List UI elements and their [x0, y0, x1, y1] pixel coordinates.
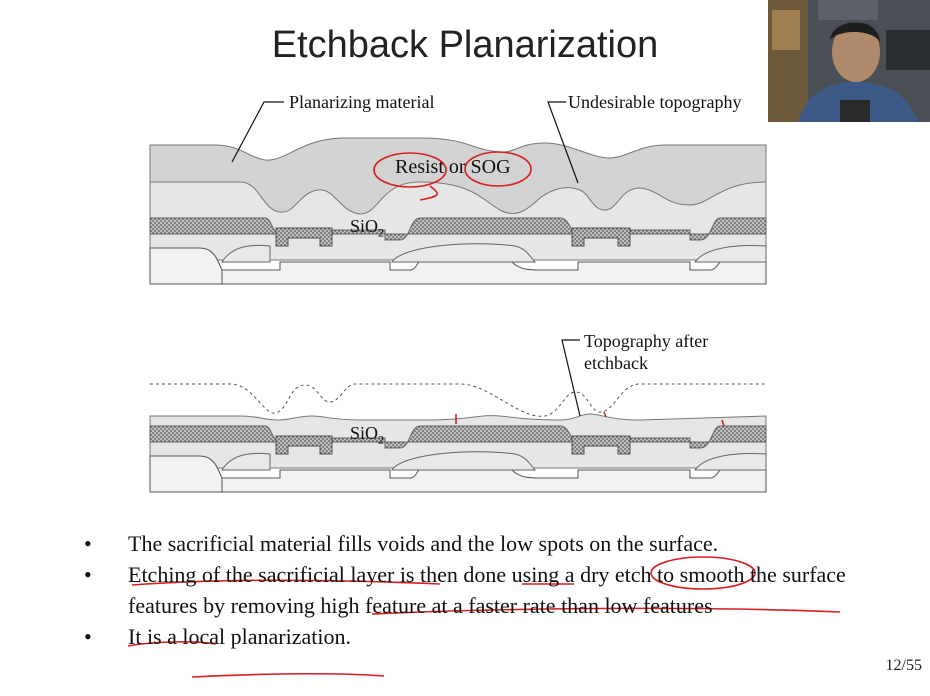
field-oxide-bottom-1: [221, 452, 271, 471]
label-resist-or-sog: Resist or SOG: [395, 156, 511, 178]
bullet-marker: •: [84, 531, 92, 556]
dashed-original-topography: [150, 383, 766, 417]
annotation-circle-dry-etch: [650, 556, 756, 590]
bottom-cross-section: [149, 383, 767, 493]
presenter-image: [768, 0, 930, 122]
field-oxide-top-1: [221, 244, 271, 263]
label-sio2-top: SiO2: [350, 216, 384, 241]
annotation-tick-3: [721, 419, 725, 427]
bullet-item: • Etching of the sacrificial layer is th…: [78, 559, 868, 621]
bullet-marker: •: [84, 562, 92, 587]
field-oxide-top-2: [391, 243, 537, 263]
slide-title: Etchback Planarization: [271, 24, 659, 66]
annotation-underline-local: [191, 672, 385, 678]
gate-step-right-b: [571, 435, 631, 455]
annotation-underline-features: [127, 641, 217, 647]
label-sio2-bottom-sub: 2: [378, 432, 385, 447]
label-sio2-bottom: SiO2: [350, 423, 384, 448]
bullet-text: Etching of the sacrificial layer is then…: [128, 562, 846, 618]
gate-step-right: [571, 227, 631, 247]
presenter-webcam: [768, 0, 930, 122]
bullet-list: • The sacrificial material fills voids a…: [78, 528, 868, 652]
label-sio2-bottom-main: SiO: [350, 423, 379, 443]
bullet-text: The sacrificial material fills voids and…: [128, 531, 719, 556]
label-undesirable-topography: Undesirable topography: [568, 92, 742, 112]
leader-topography-after: [561, 339, 581, 417]
field-oxide-top-3: [694, 245, 767, 263]
field-oxide-bottom-3: [694, 453, 767, 471]
bullet-item: • It is a local planarization.: [78, 621, 868, 652]
annotation-circle-sog: [464, 151, 532, 187]
annotation-underline-removing: [371, 607, 841, 615]
leader-planarizing: [231, 101, 284, 163]
label-planarizing-material: Planarizing material: [289, 92, 435, 112]
label-sio2-top-main: SiO: [350, 216, 379, 236]
bullet-marker: •: [84, 624, 92, 649]
gate-step-left-b: [275, 435, 333, 455]
bullet-text: It is a local planarization.: [128, 624, 351, 649]
bullet-item: • The sacrificial material fills voids a…: [78, 528, 868, 559]
label-topography-line2: etchback: [584, 353, 648, 373]
gate-step-left: [275, 227, 333, 247]
label-topography-line1: Topography after: [584, 331, 709, 351]
label-sio2-top-sub: 2: [378, 225, 385, 240]
annotation-circle-resist: [373, 152, 447, 188]
annotation-tick-2: [603, 411, 607, 418]
page-number: 12/55: [885, 657, 922, 674]
annotation-hook-resist: [419, 185, 438, 201]
field-oxide-bottom-2: [391, 451, 537, 471]
leader-undesirable: [547, 101, 579, 184]
annotation-underline-etching: [131, 579, 441, 586]
